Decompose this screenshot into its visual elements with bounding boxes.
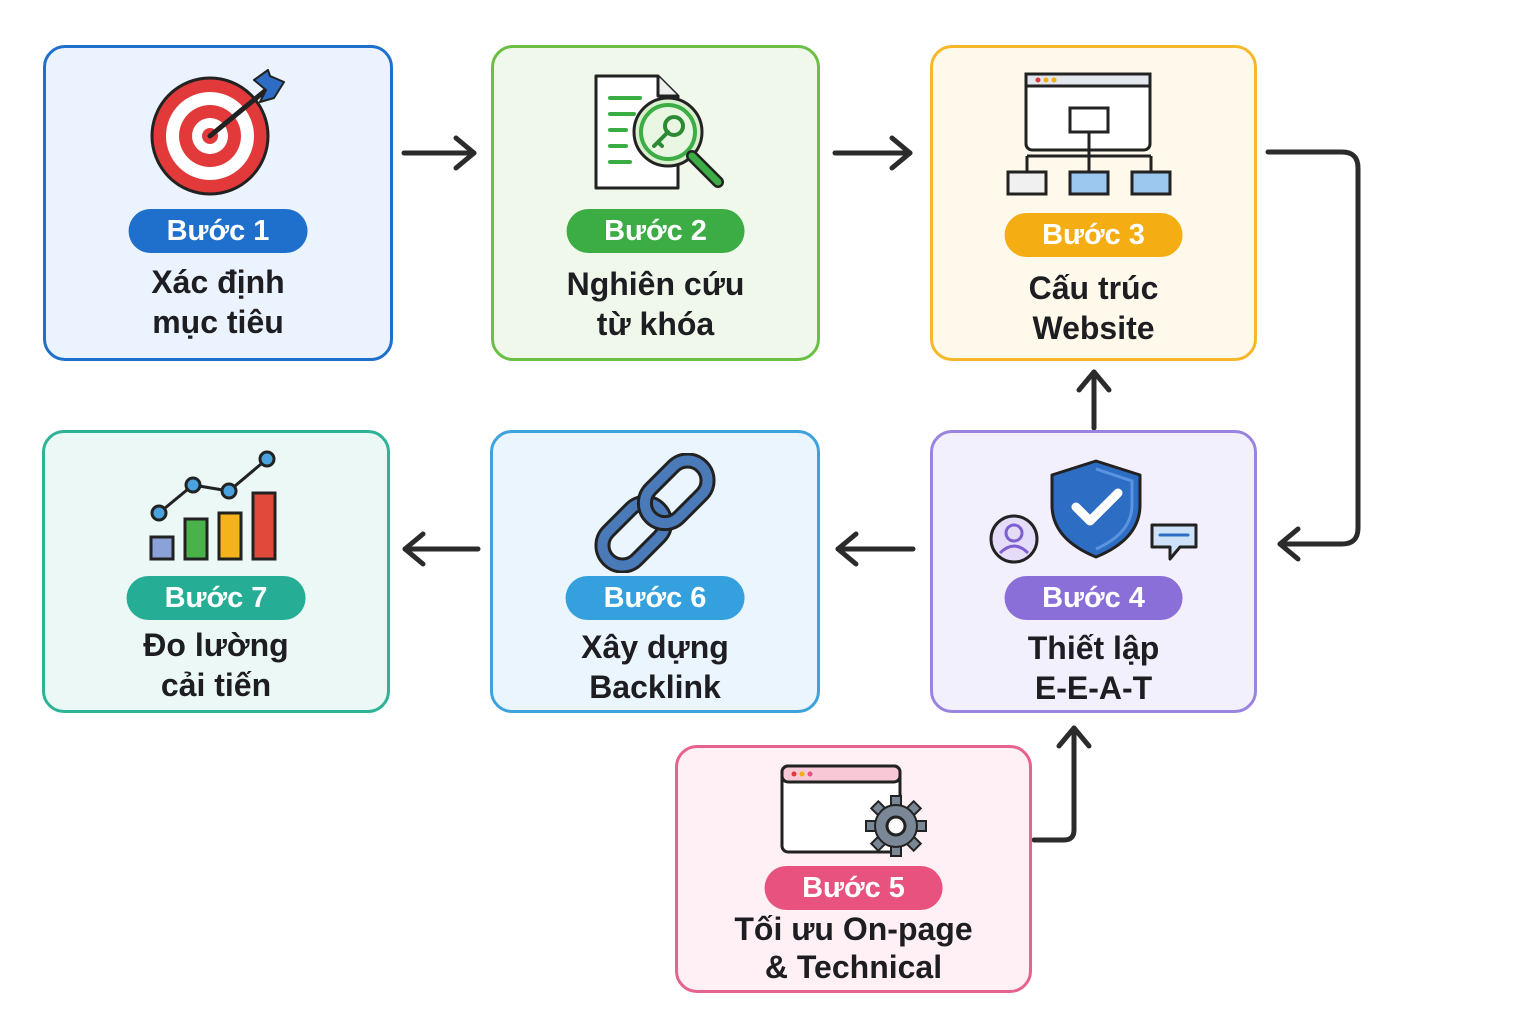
chain-link-icon	[594, 453, 716, 573]
arrow-step1-to-step2	[401, 135, 477, 171]
step-1-badge: Bước 1	[128, 209, 308, 253]
step-5-title: Tối ưu On-page& Technical	[734, 911, 973, 985]
step-6-badge: Bước 6	[565, 576, 745, 620]
step-3-badge: Bước 3	[1004, 213, 1183, 257]
shield-check-icon	[989, 459, 1197, 564]
step-5-card: Bước 5 Tối ưu On-page& Technical	[675, 745, 1032, 993]
browser-gear-icon	[780, 764, 927, 857]
step-7-badge: Bước 7	[126, 576, 306, 620]
user-avatar-icon	[989, 514, 1038, 564]
keyword-search-icon	[594, 74, 724, 190]
arrow-step2-to-step3	[832, 135, 913, 171]
arrow-step4-to-step3	[1076, 369, 1112, 431]
growth-chart-icon	[149, 450, 277, 561]
sitemap-icon	[1006, 72, 1171, 196]
step-5-badge: Bước 5	[764, 866, 943, 910]
arrow-step3-to-step4	[1265, 149, 1361, 562]
arrow-step6-to-step7	[402, 531, 481, 567]
step-4-badge: Bước 4	[1004, 576, 1183, 620]
arrow-step5-to-step4	[1031, 725, 1092, 843]
arrow-step4-to-step6	[835, 531, 916, 567]
target-icon	[150, 69, 285, 196]
chat-bubble-icon	[1150, 523, 1197, 561]
step-2-badge: Bước 2	[566, 209, 745, 253]
